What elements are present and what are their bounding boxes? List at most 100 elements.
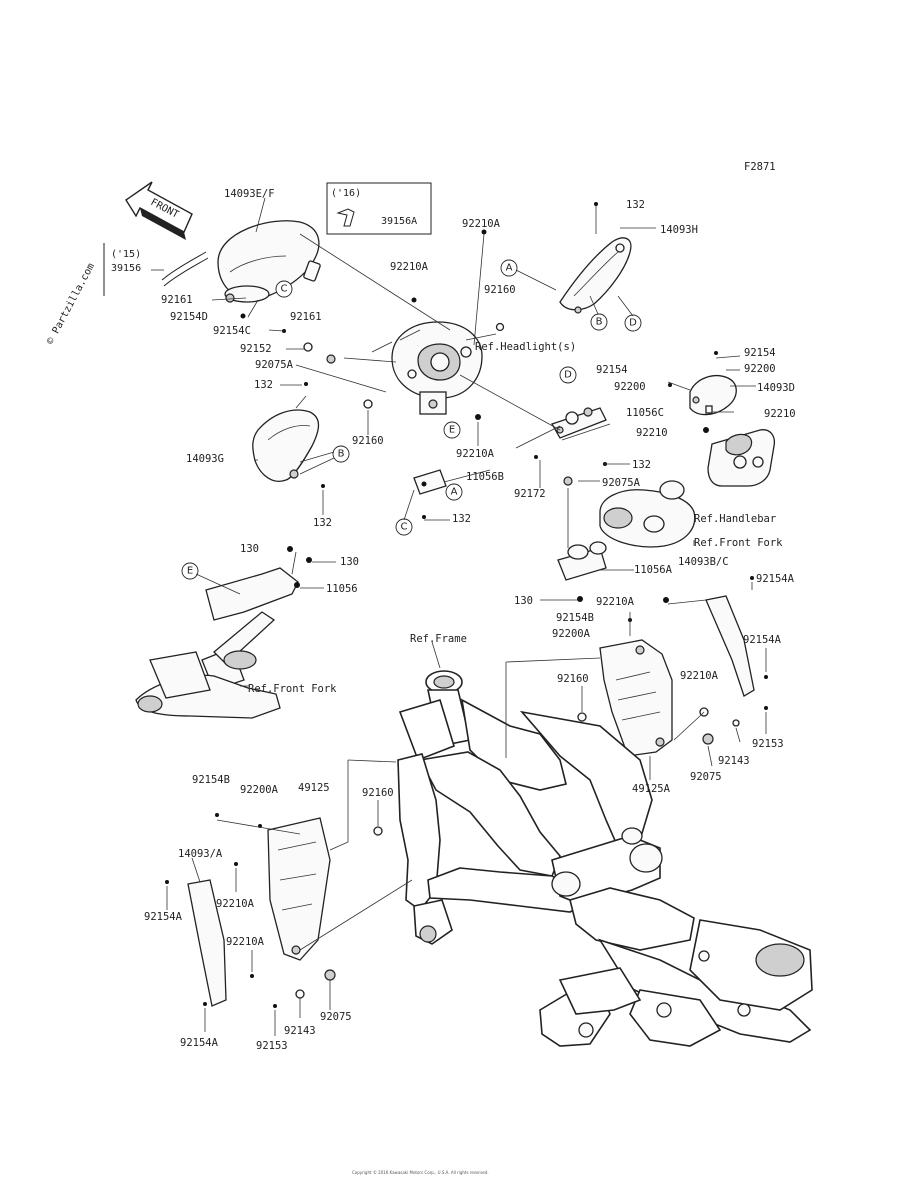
side-cover-14093a xyxy=(187,879,227,1007)
label-130-b: 130 xyxy=(340,556,359,568)
label-92154-r2: 92154 xyxy=(744,347,776,359)
bracket-49125a xyxy=(599,639,673,757)
label-92210a-l: 92210A xyxy=(216,898,255,910)
label-11056b: 11056B xyxy=(466,471,504,483)
right-cover-14093h xyxy=(559,237,632,314)
callout-b-left: B xyxy=(332,445,350,463)
callout-b-top-label: B xyxy=(596,317,603,328)
label-49125: 49125 xyxy=(298,782,330,794)
label-92153-l: 92153 xyxy=(256,1040,288,1052)
watermark-text: © Partzilla.com xyxy=(45,262,97,347)
clamp-11056a xyxy=(557,541,607,581)
label-92200a-l: 92200A xyxy=(240,784,279,796)
label-92075-r: 92075 xyxy=(690,771,722,783)
label-92210a-l2: 92210A xyxy=(226,936,265,948)
diagram-code: F2871 xyxy=(744,161,776,173)
label-14093g: 14093G xyxy=(186,453,224,465)
label-92152: 92152 xyxy=(240,343,272,355)
label-92200-r2: 92200 xyxy=(744,363,776,375)
label-92154a-l: 92154A xyxy=(144,911,183,923)
label-92143-r: 92143 xyxy=(718,755,750,767)
label-92210a-cl: 92210A xyxy=(456,448,495,460)
bracket-49125 xyxy=(267,817,331,961)
label-14093d: 14093D xyxy=(757,382,795,394)
label-92210a-r3: 92210A xyxy=(596,596,635,608)
callout-d-top-label: D xyxy=(629,318,637,329)
label-92160-mid: 92160 xyxy=(352,435,384,447)
inset-box-year: ('16) xyxy=(331,188,361,199)
label-92210a-r4: 92210A xyxy=(680,670,719,682)
callout-e-mid-label: E xyxy=(449,425,455,436)
label-132-right: 132 xyxy=(632,459,651,471)
label-ref-front-fork-left: Ref.Front Fork xyxy=(248,683,337,695)
callout-d-mid: D xyxy=(559,366,577,384)
callout-c-top: C xyxy=(275,280,293,298)
label-92210-r: 92210 xyxy=(764,408,796,420)
label-92210a-top: 92210A xyxy=(462,218,501,230)
fasteners xyxy=(165,202,768,1008)
label-92161-a: 92161 xyxy=(161,294,193,306)
part-labels: 14093E/F 92210A 132 14093H 92210A 92160 … xyxy=(144,188,796,1052)
label-92154b-r: 92154B xyxy=(556,612,594,624)
callout-d-mid-label: D xyxy=(564,370,572,381)
inset-left-15: ('15) 39156 xyxy=(103,243,209,296)
label-11056: 11056 xyxy=(326,583,358,595)
label-92143-l: 92143 xyxy=(284,1025,316,1037)
callout-e-left-label: E xyxy=(187,566,193,577)
label-92200a-r: 92200A xyxy=(552,628,591,640)
label-92154c: 92154C xyxy=(213,325,251,337)
bracket-11056b xyxy=(413,469,447,495)
label-14093a: 14093/A xyxy=(178,848,223,860)
bracket-center xyxy=(551,407,607,439)
label-92210-r2: 92210 xyxy=(636,427,668,439)
label-92075a-r: 92075A xyxy=(602,477,641,489)
callout-a-mid: A xyxy=(445,483,463,501)
left-cover-14093g xyxy=(252,395,320,482)
front-arrow-icon: FRONT xyxy=(125,181,193,240)
label-14093bc: 14093B/C xyxy=(678,556,729,568)
inset-box-16: ('16) 39156A xyxy=(326,182,432,235)
label-11056a: 11056A xyxy=(634,564,673,576)
label-ref-headlight: Ref.Headlight(s) xyxy=(475,341,576,353)
callout-c-top-label: C xyxy=(281,284,288,295)
callout-e-left: E xyxy=(181,562,199,580)
decal-icon xyxy=(336,208,355,227)
handlebar-clamp xyxy=(707,429,776,487)
label-92154a-r: 92154A xyxy=(756,573,795,585)
label-92154a-r2: 92154A xyxy=(743,634,782,646)
label-132-bot: 132 xyxy=(313,517,332,529)
label-92075a-top: 92075A xyxy=(255,359,294,371)
footer-copyright: Copyright © 2016 Kawasaki Motors Corp., … xyxy=(352,1170,489,1175)
callout-a-top: A xyxy=(500,259,518,277)
label-92154b-l: 92154B xyxy=(192,774,230,786)
label-92075-l: 92075 xyxy=(320,1011,352,1023)
callout-b-left-label: B xyxy=(338,449,345,460)
label-92161-b: 92161 xyxy=(290,311,322,323)
callout-b-top: B xyxy=(590,313,608,331)
callout-a-mid-label: A xyxy=(451,487,458,498)
label-132-top: 132 xyxy=(626,199,645,211)
callout-d-top: D xyxy=(624,314,642,332)
leader-lines xyxy=(166,197,767,1036)
label-ref-front-fork-right: Ref.Front Fork xyxy=(694,537,783,549)
label-92210a-mid: 92210A xyxy=(390,261,429,273)
main-frame xyxy=(397,670,813,1047)
headlight-cover-14093ef xyxy=(217,220,321,303)
callout-a-top-label: A xyxy=(506,263,513,274)
label-92160-r: 92160 xyxy=(557,673,589,685)
label-14093h: 14093H xyxy=(660,224,698,236)
label-92200-r: 92200 xyxy=(614,381,646,393)
inset-box-part: 39156A xyxy=(381,216,417,227)
label-92154-r: 92154 xyxy=(596,364,628,376)
inset-left-part: 39156 xyxy=(111,263,141,274)
label-92160-l: 92160 xyxy=(362,787,394,799)
callout-c-low: C xyxy=(395,518,413,536)
label-92153-r: 92153 xyxy=(752,738,784,750)
label-132-lower: 132 xyxy=(452,513,471,525)
label-130-a: 130 xyxy=(240,543,259,555)
handlebar-clamp-cover-14093d xyxy=(689,375,737,416)
label-132-left: 132 xyxy=(254,379,273,391)
label-130-c: 130 xyxy=(514,595,533,607)
callout-c-low-label: C xyxy=(401,522,408,533)
